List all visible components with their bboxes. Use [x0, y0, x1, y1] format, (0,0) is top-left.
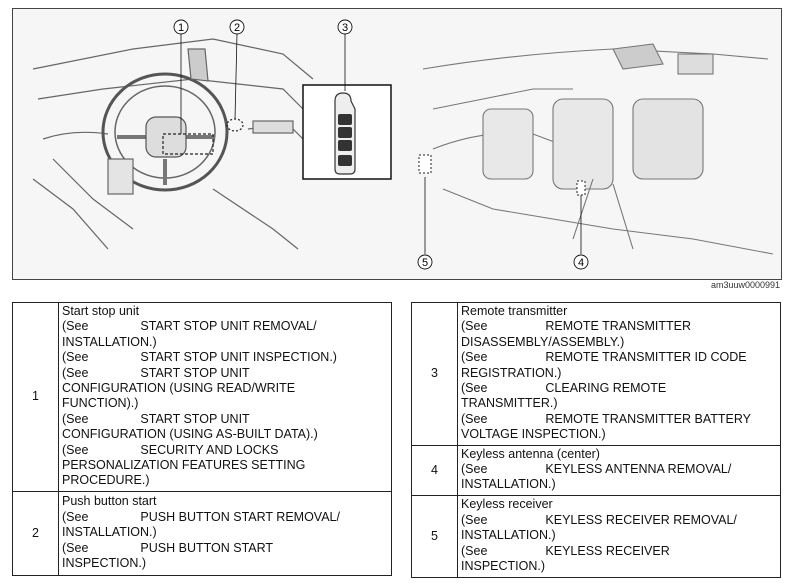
see-label: (See — [461, 319, 488, 334]
reference-link-cont[interactable]: PERSONALIZATION FEATURES SETTING PROCEDU… — [62, 458, 306, 488]
see-label: (See — [461, 350, 488, 365]
illustration-drawing: 1 2 3 — [32, 19, 774, 270]
reference-link-cont[interactable]: INSTALLATION.) — [62, 334, 157, 349]
see-label: (See — [62, 319, 89, 334]
item-title: Remote transmitter — [461, 304, 568, 318]
reference-link-cont[interactable]: REGISTRATION.) — [461, 365, 562, 380]
left-reference-table: 1 Start stop unit (See START STOP UNIT RE… — [12, 302, 392, 576]
see-label: (See — [62, 509, 89, 524]
reference-link-cont[interactable]: DISASSEMBLY/ASSEMBLY.) — [461, 334, 625, 349]
remote-transmitter-inset: 3 — [302, 19, 392, 180]
see-label: (See — [461, 411, 488, 426]
reference-link[interactable]: START STOP UNIT REMOVAL/ — [140, 319, 317, 334]
item-number: 3 — [411, 302, 458, 446]
callout-4: 4 — [578, 257, 584, 269]
dashboard-drawing — [32, 38, 314, 250]
reference-link[interactable]: PUSH BUTTON START REMOVAL/ — [140, 509, 340, 524]
reference-link[interactable]: START STOP UNIT INSPECTION.) — [140, 350, 337, 365]
item-title: Keyless antenna (center) — [461, 446, 600, 461]
reference-link[interactable]: KEYLESS ANTENNA REMOVAL/ — [545, 462, 732, 477]
reference-link[interactable]: REMOTE TRANSMITTER — [545, 319, 692, 334]
callout-1-circle — [173, 19, 189, 35]
reference-link[interactable]: CLEARING REMOTE — [545, 381, 667, 396]
component-location-illustration: 1 2 3 — [12, 8, 782, 280]
reference-link-cont[interactable]: INSPECTION.) — [461, 558, 546, 573]
reference-link-cont[interactable]: INSTALLATION.) — [461, 477, 556, 492]
item-description: Keyless receiver (See KEYLESS RECEIVER RE… — [457, 494, 781, 578]
reference-link[interactable]: REMOTE TRANSMITTER ID CODE — [545, 350, 747, 365]
table-row: 5 Keyless receiver (See KEYLESS RECEIVER … — [411, 494, 781, 578]
reference-link[interactable]: START STOP UNIT — [140, 365, 250, 380]
callout-5: 5 — [422, 257, 428, 269]
see-label: (See — [62, 442, 89, 457]
reference-link[interactable]: START STOP UNIT — [140, 411, 250, 426]
callout-4-circle — [573, 254, 589, 270]
item-description: Start stop unit (See START STOP UNIT REMO… — [58, 302, 392, 492]
callout-5-circle — [417, 254, 433, 270]
item-title: Start stop unit — [62, 304, 140, 318]
callout-2-circle — [229, 19, 245, 35]
car-interior-drawing — [422, 43, 774, 255]
reference-link[interactable]: KEYLESS RECEIVER — [545, 543, 670, 558]
item-description: Push button start (See PUSH BUTTON START … — [58, 490, 392, 576]
item-number: 5 — [411, 494, 458, 578]
reference-link-cont[interactable]: TRANSMITTER.) — [461, 396, 558, 411]
reference-link[interactable]: KEYLESS RECEIVER REMOVAL/ — [545, 512, 737, 527]
table-row: 1 Start stop unit (See START STOP UNIT RE… — [12, 302, 392, 492]
see-label: (See — [62, 350, 89, 365]
see-label: (See — [461, 462, 488, 477]
reference-link-cont[interactable]: INSTALLATION.) — [62, 525, 157, 540]
see-label: (See — [62, 365, 89, 380]
item-number: 2 — [12, 490, 59, 576]
reference-link[interactable]: PUSH BUTTON START — [140, 540, 274, 555]
reference-link-cont[interactable]: INSPECTION.) — [62, 555, 147, 570]
item-title: Push button start — [62, 494, 157, 509]
reference-link-cont[interactable]: CONFIGURATION (USING AS-BUILT DATA).) — [62, 427, 318, 442]
item-number: 1 — [12, 302, 59, 492]
item-description: Keyless antenna (center) (See KEYLESS ANT… — [457, 444, 781, 496]
see-label: (See — [62, 540, 89, 555]
item-title: Keyless receiver — [461, 497, 553, 512]
reference-link-cont[interactable]: VOLTAGE INSPECTION.) — [461, 427, 606, 442]
reference-link-cont[interactable]: INSTALLATION.) — [461, 528, 556, 543]
callout-3: 3 — [342, 22, 348, 34]
figure-code: am3uuw0000991 — [710, 280, 780, 290]
see-label: (See — [62, 411, 89, 426]
reference-link[interactable]: REMOTE TRANSMITTER BATTERY — [545, 411, 751, 426]
item-number: 4 — [411, 444, 458, 496]
see-label: (See — [461, 543, 488, 558]
see-label: (See — [461, 381, 488, 396]
reference-link[interactable]: SECURITY AND LOCKS — [140, 442, 279, 457]
table-row: 4 Keyless antenna (center) (See KEYLESS A… — [411, 444, 781, 496]
see-label: (See — [461, 512, 488, 527]
callout-1: 1 — [178, 22, 184, 34]
reference-link-cont[interactable]: CONFIGURATION (USING READ/WRITE FUNCTION… — [62, 381, 296, 411]
callout-2: 2 — [234, 22, 240, 34]
